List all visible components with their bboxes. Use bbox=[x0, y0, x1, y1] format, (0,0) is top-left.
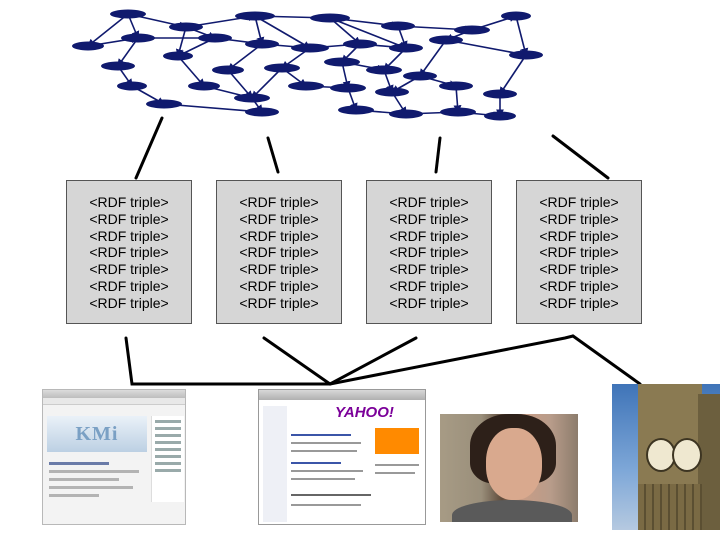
kmi-website-screenshot: KMi bbox=[42, 389, 186, 525]
graph-node bbox=[338, 105, 374, 115]
rdf-triple-text: <RDF triple> bbox=[389, 227, 469, 244]
graph-node bbox=[324, 57, 360, 67]
connector-graph-box4 bbox=[551, 134, 610, 180]
yahoo-website-screenshot: YAHOO! bbox=[258, 389, 426, 525]
graph-edge bbox=[175, 26, 187, 58]
graph-node bbox=[389, 109, 423, 119]
graph-node bbox=[484, 111, 516, 121]
graph-edge bbox=[515, 15, 529, 57]
rdf-triple-box-3: <RDF triple> <RDF triple> <RDF triple> <… bbox=[366, 180, 492, 324]
connector-graph-box3 bbox=[434, 136, 442, 174]
connector-graph-box2 bbox=[266, 136, 280, 174]
graph-edge bbox=[419, 39, 447, 78]
rdf-triple-text: <RDF triple> bbox=[239, 227, 319, 244]
rdf-triple-text: <RDF triple> bbox=[389, 194, 469, 210]
graph-node bbox=[234, 93, 270, 103]
rdf-triple-text: <RDF triple> bbox=[239, 277, 319, 294]
graph-node bbox=[288, 81, 324, 91]
rdf-triple-text: <RDF triple> bbox=[539, 261, 619, 278]
rdf-triple-text: <RDF triple> bbox=[539, 210, 619, 227]
rdf-triple-text: <RDF triple> bbox=[239, 244, 319, 261]
graph-node bbox=[403, 71, 437, 81]
graph-edge bbox=[251, 67, 283, 99]
big-ben-photo bbox=[612, 384, 720, 530]
connector-box1-yahoo bbox=[124, 336, 332, 386]
graph-node bbox=[343, 39, 377, 49]
graph-node bbox=[291, 43, 329, 53]
graph-node bbox=[245, 39, 279, 49]
graph-edge bbox=[86, 13, 129, 47]
person-photo bbox=[440, 414, 578, 522]
graph-node bbox=[245, 107, 279, 117]
rdf-triple-text: <RDF triple> bbox=[389, 244, 469, 261]
rdf-triple-text: <RDF triple> bbox=[539, 227, 619, 244]
graph-node bbox=[72, 41, 104, 51]
graph-node bbox=[117, 81, 147, 91]
rdf-triple-text: <RDF triple> bbox=[389, 261, 469, 278]
graph-node bbox=[440, 107, 476, 117]
graph-node bbox=[439, 81, 473, 91]
connector-graph-box1 bbox=[134, 116, 164, 180]
graph-edge bbox=[226, 43, 263, 71]
rdf-triple-text: <RDF triple> bbox=[389, 294, 469, 311]
graph-edge bbox=[117, 37, 139, 68]
graph-node bbox=[454, 25, 490, 35]
graph-node bbox=[429, 35, 463, 45]
graph-node bbox=[389, 43, 423, 53]
graph-node bbox=[330, 83, 366, 93]
graph-node bbox=[169, 22, 203, 32]
graph-node bbox=[212, 65, 244, 75]
rdf-triple-text: <RDF triple> bbox=[539, 194, 619, 210]
rdf-triple-box-4: <RDF triple> <RDF triple> <RDF triple> <… bbox=[516, 180, 642, 324]
rdf-triple-box-1: <RDF triple> <RDF triple> <RDF triple> <… bbox=[66, 180, 192, 324]
graph-edge bbox=[499, 54, 527, 96]
rdf-triple-text: <RDF triple> bbox=[239, 210, 319, 227]
graph-node bbox=[509, 50, 543, 60]
rdf-triple-text: <RDF triple> bbox=[89, 277, 169, 294]
rdf-triple-text: <RDF triple> bbox=[539, 244, 619, 261]
graph-node bbox=[264, 63, 300, 73]
rdf-triple-text: <RDF triple> bbox=[239, 261, 319, 278]
graph-node bbox=[501, 11, 531, 21]
graph-node bbox=[375, 87, 409, 97]
rdf-triple-box-2: <RDF triple> <RDF triple> <RDF triple> <… bbox=[216, 180, 342, 324]
rdf-triple-text: <RDF triple> bbox=[89, 294, 169, 311]
rdf-triple-text: <RDF triple> bbox=[239, 194, 319, 210]
graph-node bbox=[163, 51, 193, 61]
graph-node bbox=[366, 65, 402, 75]
connector-box3-yahoo bbox=[328, 336, 418, 386]
rdf-triple-text: <RDF triple> bbox=[89, 194, 169, 210]
rdf-triple-text: <RDF triple> bbox=[539, 277, 619, 294]
graph-node bbox=[235, 11, 275, 21]
graph-node bbox=[121, 33, 155, 43]
graph-edge bbox=[329, 17, 408, 50]
graph-node bbox=[110, 9, 146, 19]
graph-node bbox=[146, 99, 182, 109]
rdf-triple-text: <RDF triple> bbox=[389, 277, 469, 294]
rdf-triple-text: <RDF triple> bbox=[239, 294, 319, 311]
rdf-triple-text: <RDF triple> bbox=[89, 244, 169, 261]
graph-node bbox=[381, 21, 415, 31]
graph-node bbox=[310, 13, 350, 23]
connector-box4-yahoo bbox=[328, 334, 575, 386]
rdf-triple-text: <RDF triple> bbox=[89, 261, 169, 278]
rdf-graph bbox=[72, 9, 543, 121]
rdf-triple-text: <RDF triple> bbox=[89, 227, 169, 244]
graph-edge bbox=[177, 55, 205, 88]
graph-node bbox=[483, 89, 517, 99]
graph-node bbox=[198, 33, 232, 43]
rdf-triple-text: <RDF triple> bbox=[89, 210, 169, 227]
connector-box2-yahoo bbox=[262, 336, 332, 386]
graph-nodes bbox=[72, 9, 543, 121]
rdf-triple-text: <RDF triple> bbox=[389, 210, 469, 227]
rdf-triple-text: <RDF triple> bbox=[539, 294, 619, 311]
connector-box4-bigben bbox=[571, 334, 642, 386]
graph-node bbox=[101, 61, 135, 71]
graph-node bbox=[188, 81, 220, 91]
graph-edge bbox=[254, 15, 312, 49]
